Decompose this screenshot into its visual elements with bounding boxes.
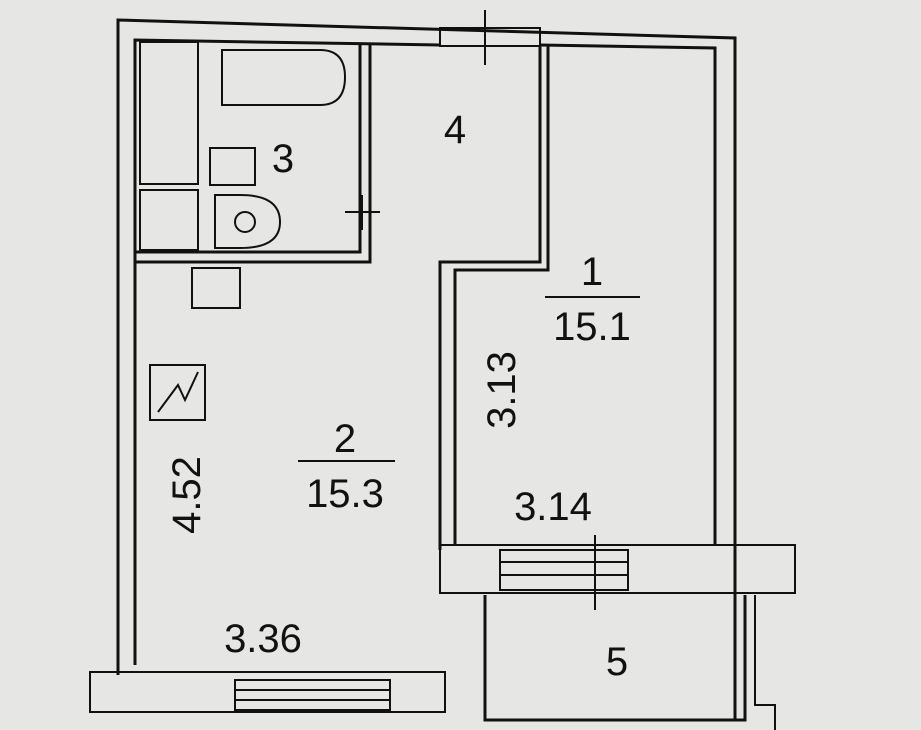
electric-panel-icon — [149, 364, 206, 421]
room-2-width: 3.36 — [224, 617, 302, 661]
sink-icon — [209, 147, 256, 186]
cabinet-lower — [139, 189, 199, 251]
interior-walls — [135, 10, 550, 550]
cabinet — [139, 41, 199, 185]
room-5-number: 5 — [606, 640, 628, 684]
room-4-number: 4 — [444, 108, 466, 152]
room-3-number: 3 — [272, 137, 294, 181]
room-2-number: 2 — [334, 417, 356, 461]
bathtub-icon — [221, 49, 347, 106]
room-1-number: 1 — [581, 250, 603, 294]
balcony — [439, 535, 796, 730]
sink-kitchen-icon — [191, 267, 241, 309]
room-1-width: 3.14 — [514, 485, 592, 529]
outer-walls — [116, 18, 737, 720]
room-2-area: 15.3 — [306, 472, 384, 516]
toilet-icon — [214, 194, 282, 249]
room-2-length: 4.52 — [165, 456, 209, 534]
room-1-area: 15.1 — [553, 305, 631, 349]
bottom-wall — [89, 671, 446, 713]
room-1-length: 3.13 — [480, 351, 524, 429]
bathroom-fixtures — [139, 41, 347, 309]
